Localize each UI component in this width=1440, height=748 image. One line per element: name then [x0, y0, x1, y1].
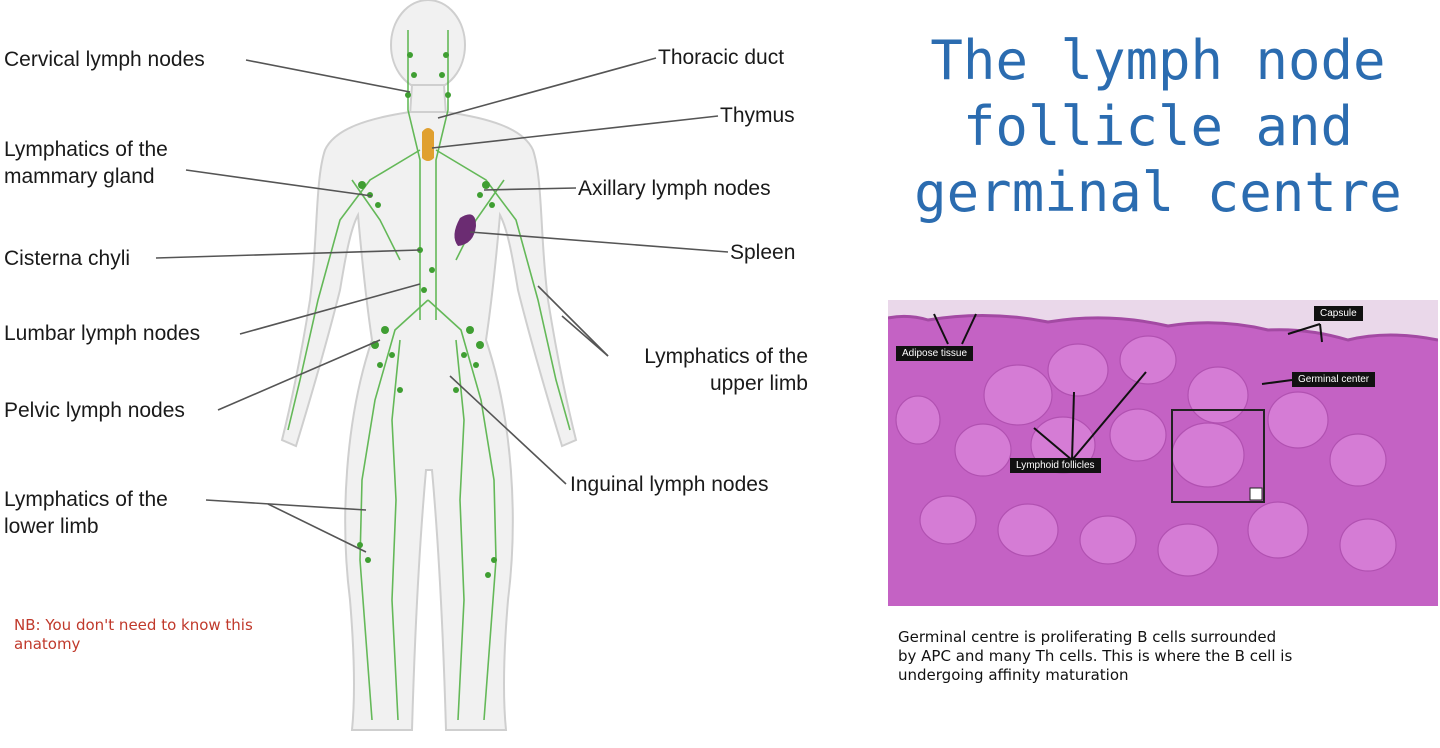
- label-cervical-lymph-nodes: Cervical lymph nodes: [4, 48, 205, 71]
- label-axillary-lymph-nodes: Axillary lymph nodes: [578, 177, 771, 200]
- tag-capsule: Capsule: [1314, 306, 1363, 321]
- lymph-node-clusters: [357, 52, 497, 578]
- leader-lines: [155, 57, 729, 553]
- label-lymphatics-lower-limb: Lymphatics of the lower limb: [4, 488, 168, 538]
- label-spleen: Spleen: [730, 241, 796, 264]
- label-inguinal-lymph-nodes: Inguinal lymph nodes: [570, 473, 769, 496]
- anatomy-note: NB: You don't need to know this anatomy: [14, 616, 253, 653]
- tag-adipose-tissue: Adipose tissue: [896, 346, 974, 361]
- label-thymus: Thymus: [720, 104, 795, 127]
- lymph-vessels: [287, 30, 571, 721]
- label-lumbar-lymph-nodes: Lumbar lymph nodes: [4, 322, 201, 345]
- micrograph-caption: Germinal centre is proliferating B cells…: [898, 628, 1293, 684]
- tag-lymphoid-follicles: Lymphoid follicles: [1010, 458, 1101, 473]
- micrograph-image: [888, 300, 1438, 606]
- label-lymphatics-mammary-gland: Lymphatics of the mammary gland: [4, 138, 168, 188]
- body-silhouette: [280, 0, 578, 731]
- tag-germinal-center: Germinal center: [1292, 372, 1376, 387]
- label-cisterna-chyli: Cisterna chyli: [4, 247, 131, 270]
- label-pelvic-lymph-nodes: Pelvic lymph nodes: [4, 399, 185, 422]
- label-lymphatics-upper-limb: Lymphatics of the upper limb: [644, 345, 808, 395]
- label-thoracic-duct: Thoracic duct: [658, 46, 785, 69]
- lymph-node-micrograph: Adipose tissue Capsule Germinal center L…: [888, 300, 1438, 606]
- spleen-organ: [454, 214, 476, 246]
- slide-title: The lymph node follicle and germinal cen…: [914, 29, 1402, 224]
- thymus-organ: [422, 128, 434, 161]
